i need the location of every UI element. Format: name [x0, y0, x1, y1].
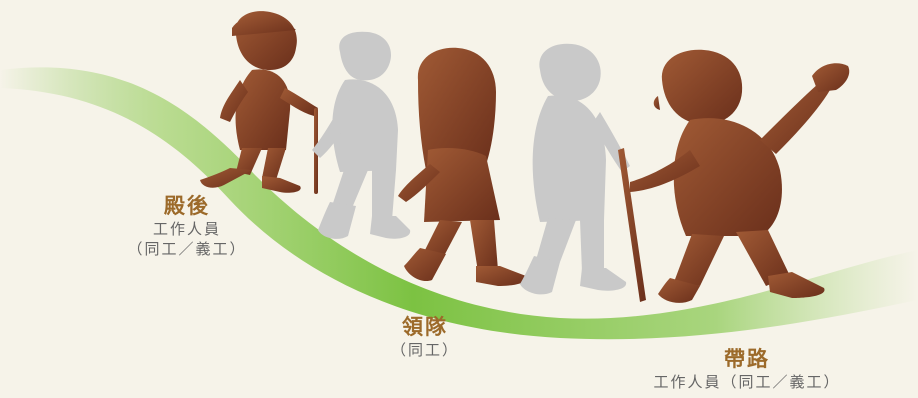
- leader-subtitle: （同工）: [390, 341, 459, 359]
- leader-title: 領隊: [402, 315, 448, 339]
- green-path: [0, 67, 918, 340]
- girl-figure: [398, 47, 527, 286]
- guide-title: 帶路: [724, 347, 770, 371]
- guide-label: 帶路 工作人員（同工／義工）: [612, 346, 882, 392]
- rear-subtitle: 工作人員: [152, 220, 221, 238]
- guide-subtitle: 工作人員（同工／義工）: [653, 373, 841, 391]
- rear-label: 殿後 工作人員 （同工／義工）: [112, 193, 262, 259]
- rear-title: 殿後: [164, 194, 210, 218]
- gray-hiker-figure: [520, 43, 630, 295]
- gray-adult-figure: [312, 31, 411, 239]
- rear-subtitle-2: （同工／義工）: [127, 240, 247, 258]
- waving-adult-figure: [618, 49, 850, 303]
- boy-with-cane-figure: [200, 11, 318, 194]
- leader-label: 領隊 （同工）: [360, 314, 490, 360]
